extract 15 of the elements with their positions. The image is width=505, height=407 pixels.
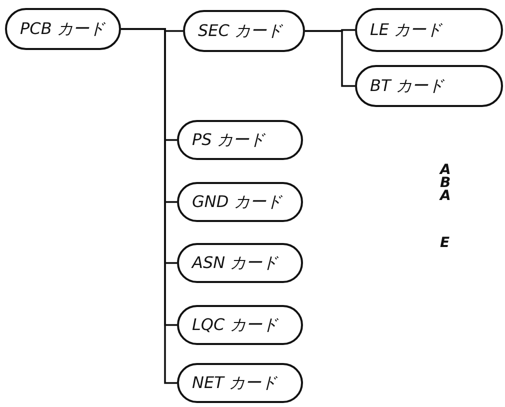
- letter-label: A: [440, 163, 451, 177]
- card-box: PCB カード: [5, 8, 121, 50]
- card-box: GND カード: [177, 182, 303, 222]
- card-box: NET カード: [177, 363, 303, 403]
- letter-label: A: [440, 189, 451, 203]
- card-box: LE カード: [355, 8, 503, 52]
- letter-label: E: [440, 236, 450, 250]
- card-box: PS カード: [177, 120, 303, 160]
- card-box: ASN カード: [177, 243, 303, 283]
- card-box: SEC カード: [183, 10, 305, 52]
- card-box: LQC カード: [177, 305, 303, 345]
- connector-line: [121, 28, 177, 384]
- connector-line: [305, 30, 355, 87]
- letter-label: B: [440, 176, 451, 190]
- card-box: BT カード: [355, 65, 503, 107]
